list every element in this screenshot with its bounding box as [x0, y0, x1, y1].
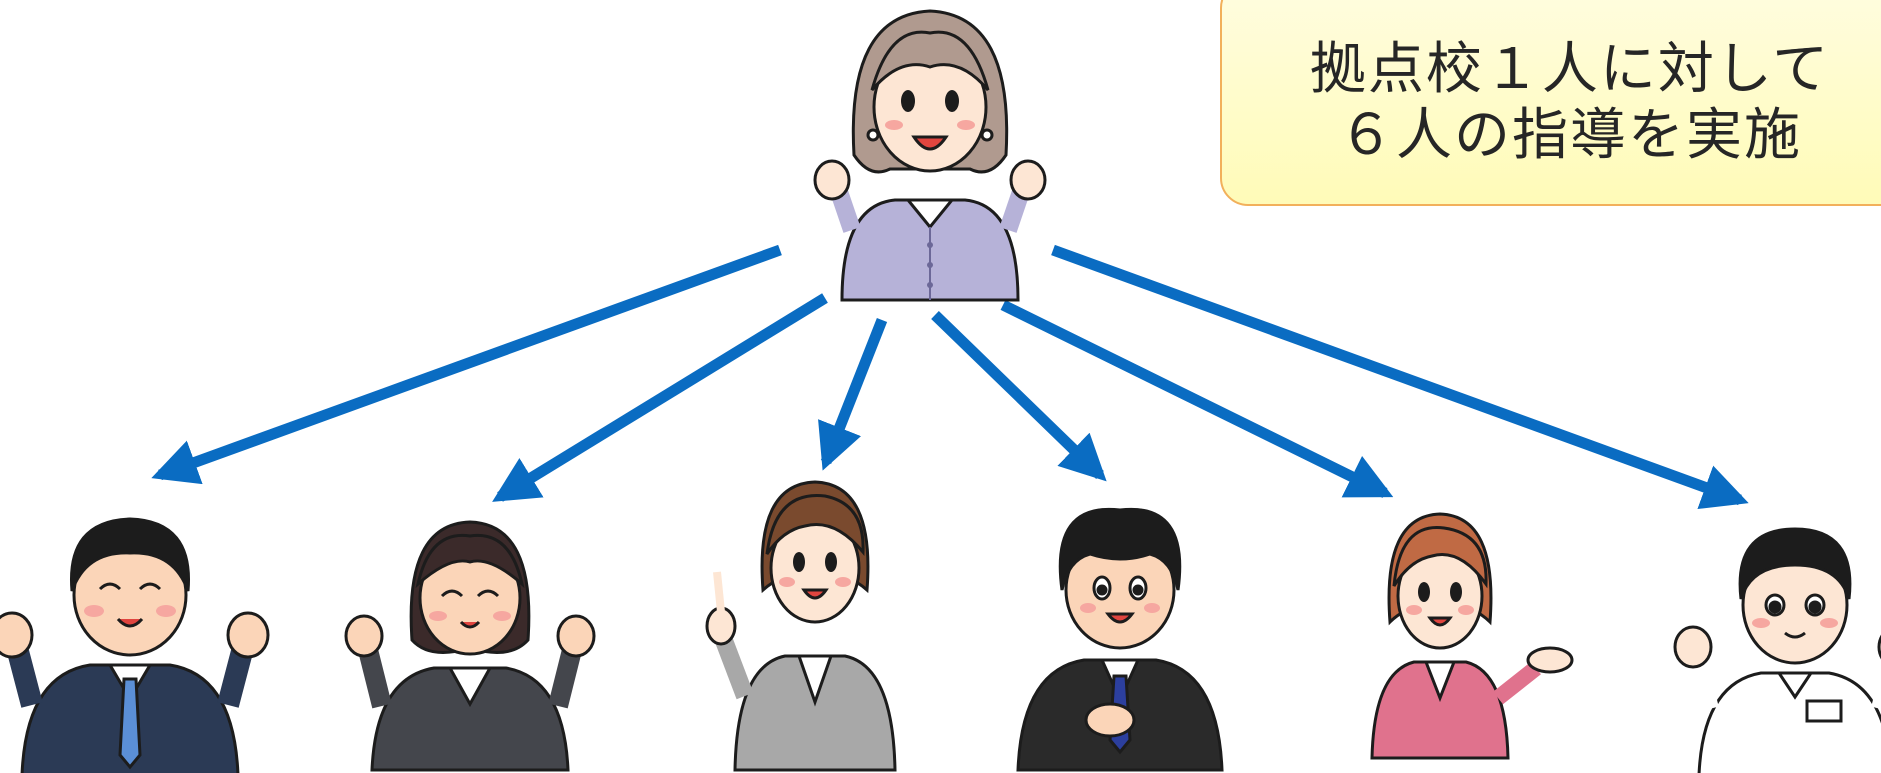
arrow-to-mentee-6 — [1051, 244, 1749, 510]
mentee-2-figure — [344, 520, 596, 772]
mentee-3-figure — [705, 480, 897, 772]
man-in-black-suit-icon — [1016, 507, 1224, 772]
arrow-to-mentee-4 — [931, 311, 1107, 482]
callout-line-1: 拠点校１人に対して — [1309, 37, 1831, 102]
woman-in-pink-suit-presenting-icon — [1370, 512, 1574, 760]
callout-line-2: ６人の指導を実施 — [1338, 103, 1802, 168]
mentee-5-figure — [1370, 512, 1574, 760]
woman-in-suit-cheering-icon — [344, 520, 596, 772]
arrow-to-mentee-3 — [818, 317, 888, 471]
mentee-6-figure — [1673, 527, 1881, 773]
man-in-suit-cheering-icon — [0, 517, 270, 773]
arrow-to-mentee-5 — [1000, 300, 1394, 498]
summary-callout: 拠点校１人に対して ６人の指導を実施 — [1220, 0, 1881, 206]
arrow-to-mentee-1 — [151, 244, 782, 485]
mentor-figure — [813, 9, 1047, 302]
mentee-4-figure — [1016, 507, 1224, 772]
elderly-woman-cheering-icon — [813, 9, 1047, 302]
mentee-1-figure — [0, 517, 270, 773]
woman-in-grey-suit-pointing-icon — [705, 480, 897, 772]
arrow-to-mentee-2 — [492, 293, 828, 502]
man-in-polo-shirt-cheering-icon — [1673, 527, 1881, 773]
arrow-group — [151, 244, 1749, 510]
